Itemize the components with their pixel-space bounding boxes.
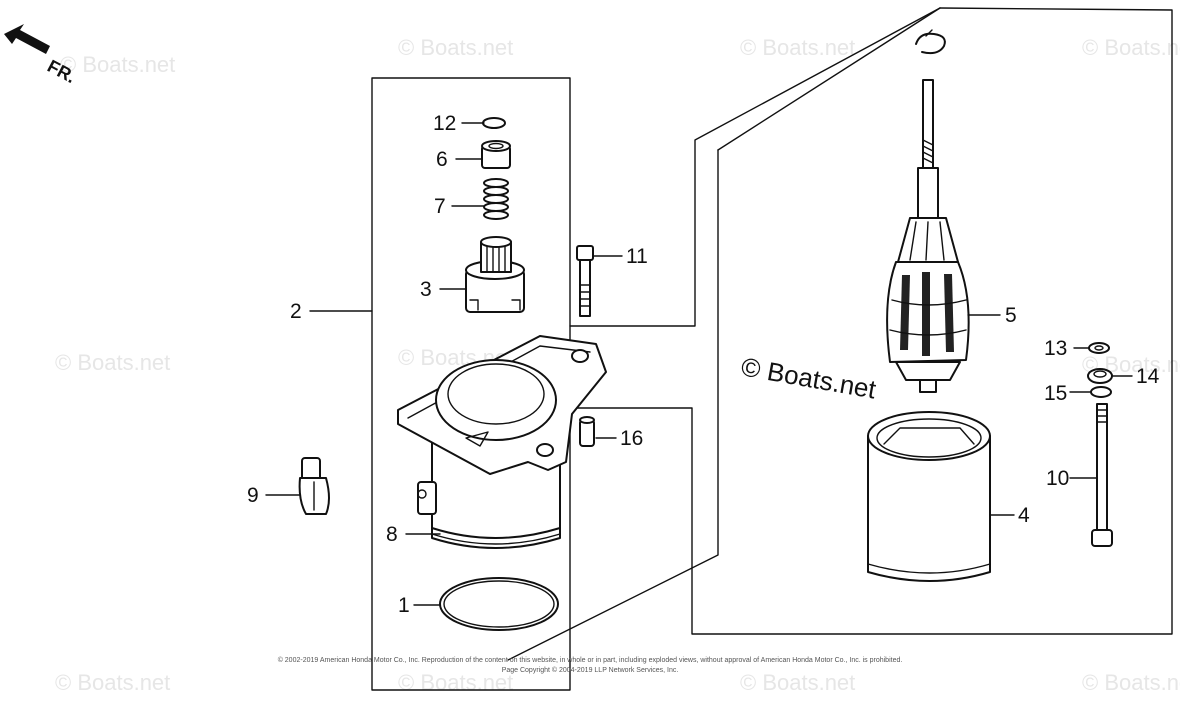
- lower-diagonal-line: [507, 149, 719, 661]
- watermark-layer: © Boats.net © Boats.net © Boats.net © Bo…: [55, 35, 1180, 695]
- callout-16: 16: [620, 427, 643, 450]
- watermark-text: © Boats.net: [55, 670, 170, 695]
- callout-12: 12: [433, 112, 456, 135]
- armature-clip-part: [915, 29, 946, 55]
- boats-net-watermark: © Boats.net: [739, 351, 879, 404]
- callout-9: 9: [247, 484, 259, 507]
- motor-group-box: [569, 7, 1173, 635]
- copyright-line: © 2002-2019 American Honda Motor Co., In…: [278, 656, 903, 664]
- callout-8: 8: [386, 523, 398, 546]
- callout-13: 13: [1044, 337, 1067, 360]
- lock-washer-part: [1090, 386, 1112, 398]
- starter-motor-body-part: [397, 335, 607, 549]
- terminal-cap-part: [298, 457, 330, 515]
- watermark-text: © Boats.net: [55, 350, 170, 375]
- upper-bracket-line-inner: [717, 7, 941, 151]
- stop-collar-part: [481, 140, 511, 169]
- watermark-text: © Boats.net: [398, 35, 513, 60]
- leader-lines: [265, 122, 1133, 606]
- yoke-housing-part: [867, 411, 991, 582]
- washer-part: [1088, 342, 1110, 354]
- nut-part: [1087, 368, 1113, 384]
- snap-ring-part: [482, 117, 506, 129]
- watermark-text: © Boats.net: [398, 670, 513, 695]
- upper-bracket-line: [569, 7, 941, 327]
- callout-7: 7: [434, 195, 446, 218]
- callout-4: 4: [1018, 504, 1030, 527]
- armature-part: [886, 79, 970, 393]
- watermark-text: © Boats.net: [60, 52, 175, 77]
- dowel-pin-part: [579, 416, 595, 447]
- callout-3: 3: [420, 278, 432, 301]
- callout-6: 6: [436, 148, 448, 171]
- callout-15: 15: [1044, 382, 1067, 405]
- watermark-text: © Boats.net: [740, 670, 855, 695]
- mounting-bolt-part: [576, 245, 594, 317]
- watermark-text: © Boats.net: [1082, 35, 1180, 60]
- pinion-gear-part: [465, 236, 525, 313]
- copyright-line-2: Page Copyright © 2004-2019 LLP Network S…: [502, 666, 679, 674]
- callout-11: 11: [626, 245, 648, 268]
- through-bolt-part: [1091, 403, 1113, 547]
- watermark-text: © Boats.net: [1082, 670, 1180, 695]
- callout-labels: 12 6 7 3 2 11 5 16 9 8 1 4 10 13 14 15: [247, 112, 1160, 617]
- o-ring-part: [439, 577, 559, 631]
- callout-1: 1: [398, 594, 410, 617]
- callout-10: 10: [1046, 467, 1069, 490]
- callout-2: 2: [290, 300, 302, 323]
- starter-assembly-box: [371, 77, 571, 691]
- assembly-brackets: [371, 7, 1173, 691]
- spring-part: [483, 178, 509, 220]
- watermark-text: © Boats.net: [740, 35, 855, 60]
- callout-14: 14: [1136, 365, 1160, 388]
- callout-5: 5: [1005, 304, 1017, 327]
